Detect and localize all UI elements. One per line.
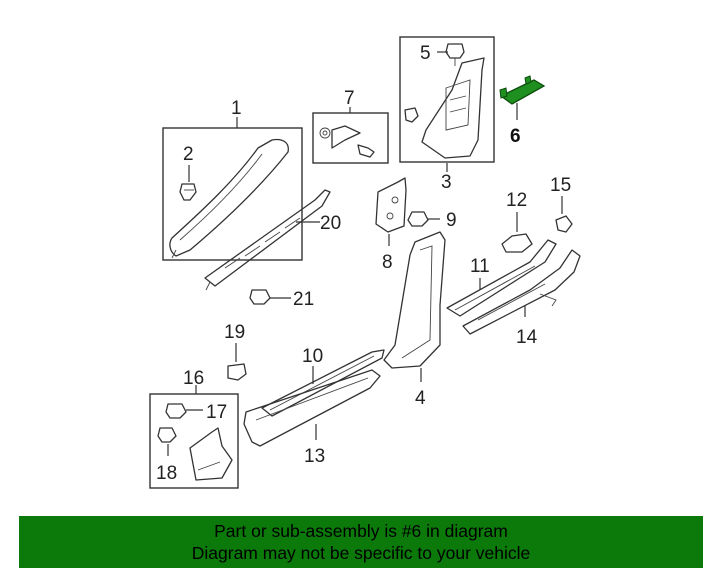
kick-panel-part-16	[189, 427, 233, 481]
callout-5: 5	[420, 43, 431, 64]
callout-21: 21	[293, 289, 314, 310]
clip-part-2	[179, 183, 197, 201]
callout-20: 20	[320, 213, 341, 234]
callout-14: 14	[516, 327, 538, 348]
callout-17: 17	[206, 402, 227, 423]
callout-16: 16	[183, 368, 204, 389]
info-banner: Part or sub-assembly is #6 in diagram Di…	[19, 516, 703, 568]
callout-11: 11	[470, 256, 490, 277]
callout-2: 2	[183, 144, 194, 165]
callout-4: 4	[415, 388, 426, 409]
callout-10: 10	[302, 346, 323, 367]
highlighted-bracket-part-6	[499, 75, 546, 105]
group-box-3	[399, 36, 495, 163]
callout-1: 1	[231, 98, 242, 119]
group-box-16	[149, 393, 239, 489]
callout-9: 9	[446, 210, 457, 231]
bracket-part-8	[375, 177, 407, 233]
callout-7: 7	[344, 88, 355, 109]
leader-lines	[167, 51, 563, 456]
clip-part-17	[165, 403, 187, 419]
b-pillar-lower-trim-part-4	[383, 231, 446, 369]
clip-part-12	[501, 233, 533, 253]
banner-line-1: Part or sub-assembly is #6 in diagram	[214, 521, 508, 541]
scuff-plate-part-11	[446, 239, 557, 317]
bracket-part-7	[319, 125, 375, 158]
callout-13: 13	[304, 446, 325, 467]
callout-12: 12	[506, 190, 527, 211]
rail-part-20	[204, 189, 331, 291]
callout-15: 15	[550, 175, 571, 196]
group-box-1	[162, 127, 303, 261]
a-pillar-trim-part-1	[169, 138, 289, 259]
bolt-part-9	[407, 211, 429, 227]
callout-19: 19	[224, 322, 245, 343]
bolt-part-5	[445, 43, 465, 66]
banner-line-2: Diagram may not be specific to your vehi…	[191, 543, 531, 563]
front-sill-trim-part-13	[243, 369, 381, 447]
clip-part-15	[555, 215, 573, 233]
b-pillar-upper-trim-part-3	[404, 57, 485, 159]
parts-diagram: 1 2 3 4 5 6 7 8 9 10 11 12 13 14 15 16 1…	[149, 36, 581, 489]
bolt-part-21	[249, 289, 271, 305]
callout-18: 18	[156, 463, 177, 484]
callout-8: 8	[382, 252, 393, 273]
clip-part-19	[227, 363, 247, 381]
sill-trim-part-14	[462, 249, 581, 335]
callout-6-highlighted: 6	[510, 126, 521, 147]
callout-3: 3	[441, 172, 452, 193]
clip-part-18	[157, 427, 177, 443]
